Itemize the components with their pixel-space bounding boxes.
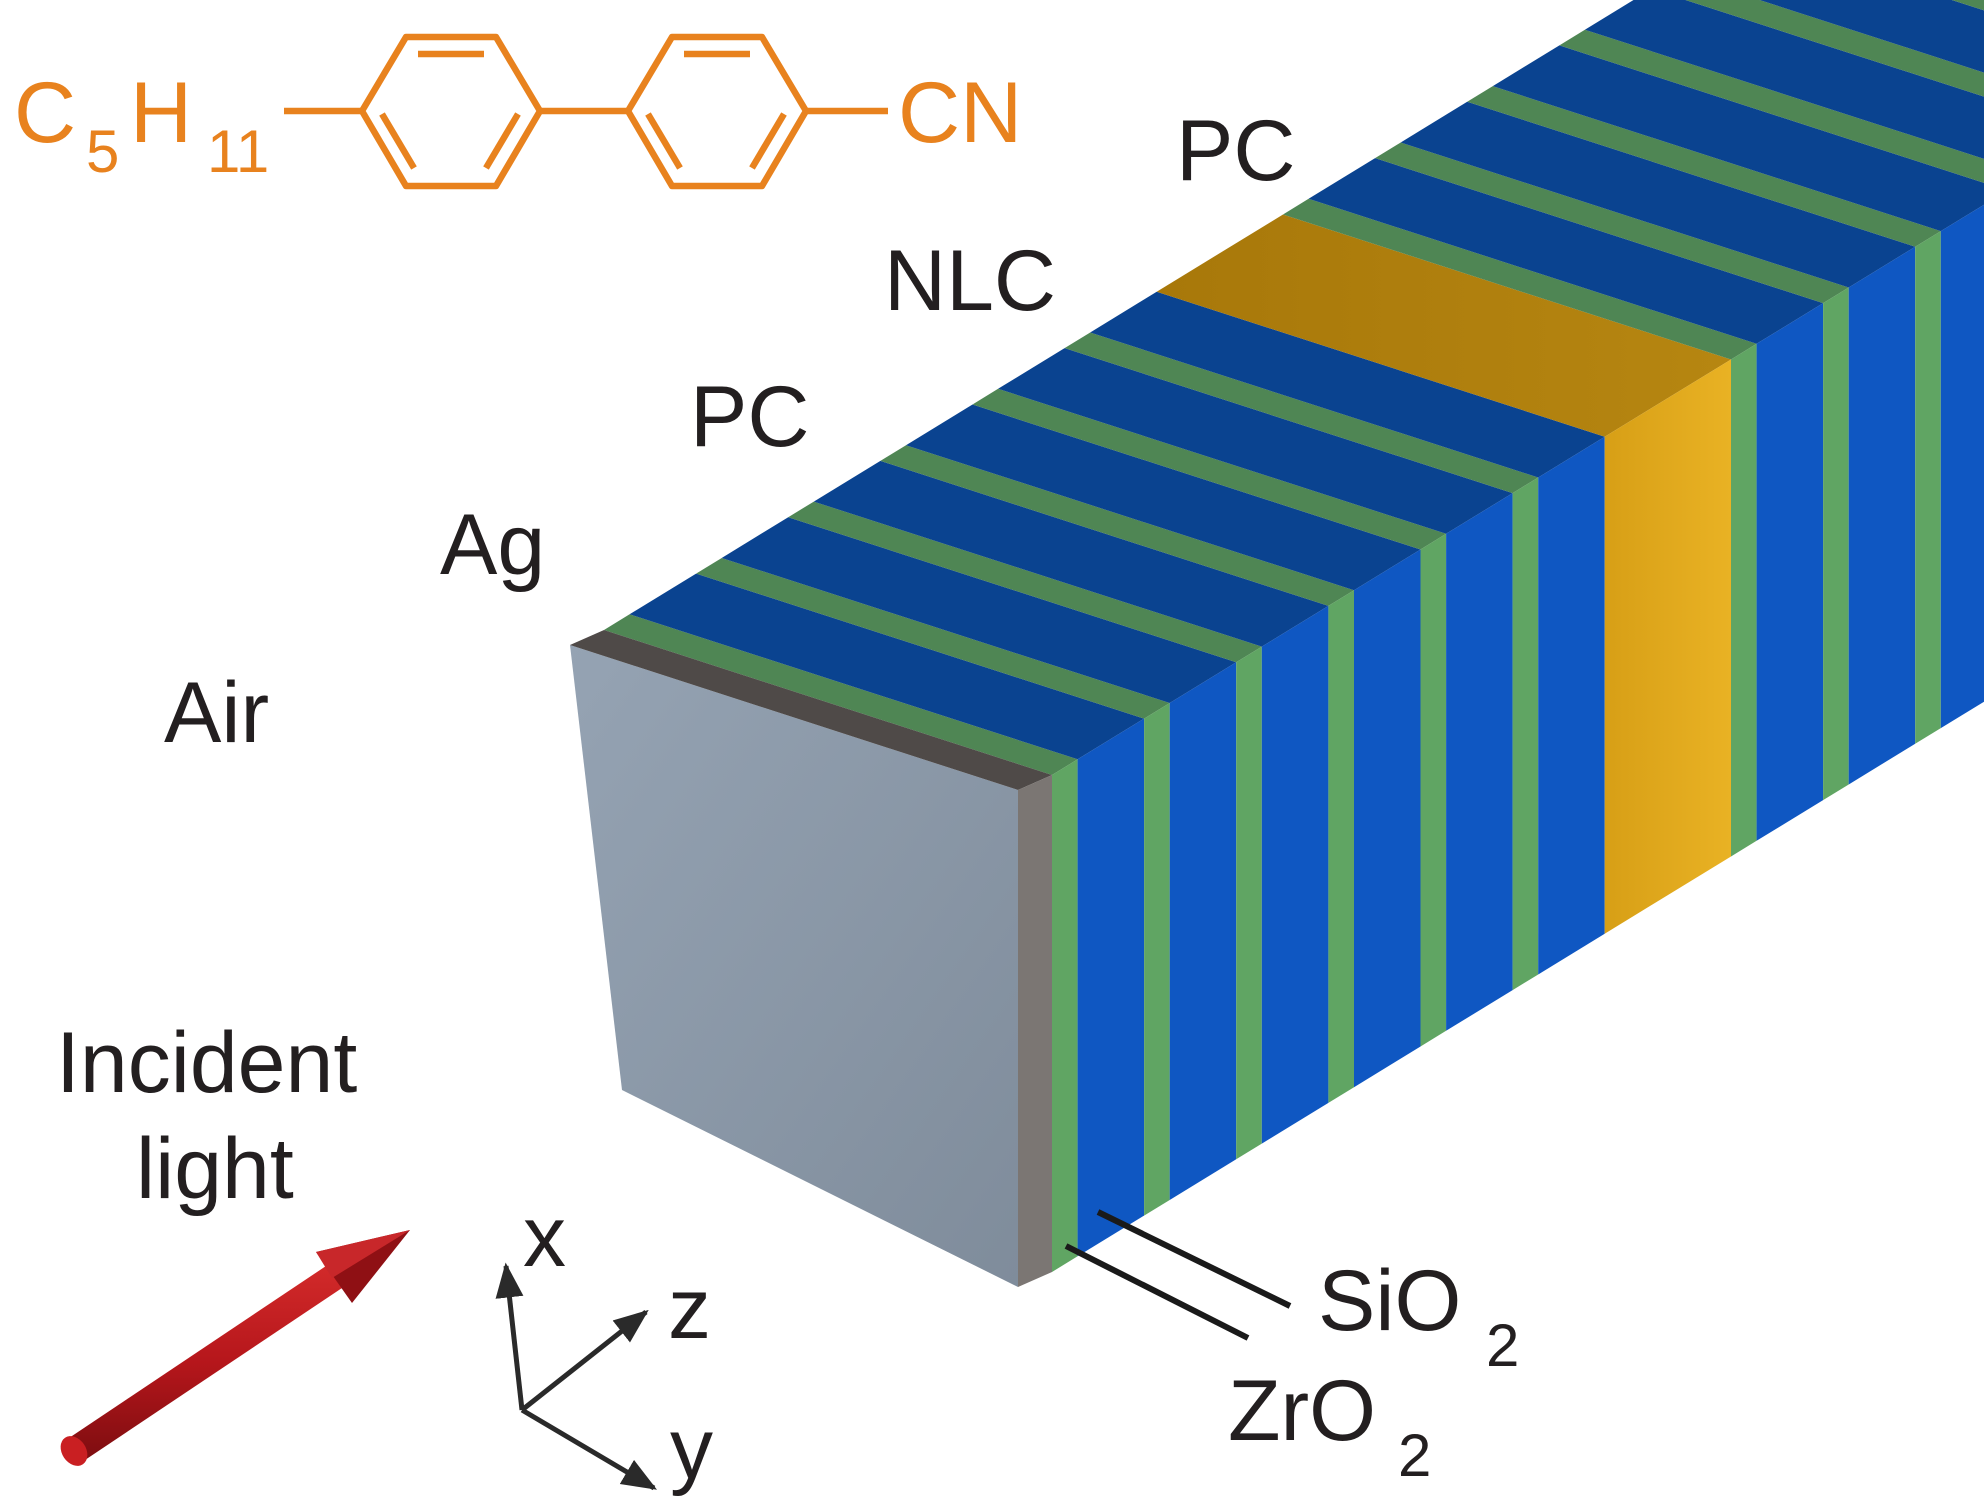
y-axis-line [522,1410,654,1488]
zro2-layer-side [1731,344,1757,857]
label-air: Air [164,665,269,761]
label-pc-left: PC [690,369,809,465]
benzene-ring-right [628,37,806,186]
sio2-layer-side [1538,437,1605,975]
label-sio2: SiO [1318,1253,1461,1349]
y-axis-label: y [670,1401,713,1497]
sio2-layer-side [1354,550,1421,1088]
coordinate-axes [506,1266,654,1488]
label-incident-line1: Incident [56,1015,357,1111]
zro2-layer-side [1236,647,1262,1160]
sio2-layer-side [1446,493,1513,1031]
zro2-layer-side [1052,759,1078,1272]
z-axis-label: z [668,1261,711,1357]
alkyl-h-subscript: 11 [207,118,269,185]
molecule-structure [284,37,888,186]
x-axis-label: x [523,1189,566,1285]
label-zro2: ZrO [1228,1363,1376,1459]
sio2-layer-side [1849,247,1916,785]
x-axis-line [506,1266,522,1410]
sio2-layer-side [1262,606,1329,1144]
sio2-layer-side [1941,190,1984,728]
label-ag: Ag [440,497,545,593]
label-sio2-subscript: 2 [1486,1312,1519,1379]
incident-light-arrow [55,1230,410,1471]
alkyl-h-label: H [130,65,192,161]
sio2-layer-side [1170,662,1237,1200]
alkyl-c-label: C [14,65,76,161]
zro2-layer-side [1144,703,1170,1216]
label-zro2-subscript: 2 [1398,1422,1431,1489]
label-pc-right: PC [1176,103,1295,199]
label-nlc: NLC [884,233,1056,329]
ag-layer-side [1018,775,1052,1287]
zro2-leader-line [1066,1246,1248,1338]
zro2-layer-side [1328,590,1354,1103]
sio2-layer-side [1757,303,1824,841]
zro2-layer-side [1823,288,1849,801]
sio2-layer-side [1078,719,1145,1257]
zro2-layer-side [1513,478,1539,991]
zro2-layer-side [1915,231,1941,744]
nitrile-label: CN [898,65,1022,161]
nlc-layer-side [1605,360,1731,934]
label-incident-line2: light [136,1121,294,1217]
sio2-leader-line [1098,1212,1290,1306]
alkyl-c-subscript: 5 [86,118,119,185]
z-axis-line [522,1312,646,1410]
benzene-ring-left [362,37,540,186]
zro2-layer-side [1421,534,1447,1047]
